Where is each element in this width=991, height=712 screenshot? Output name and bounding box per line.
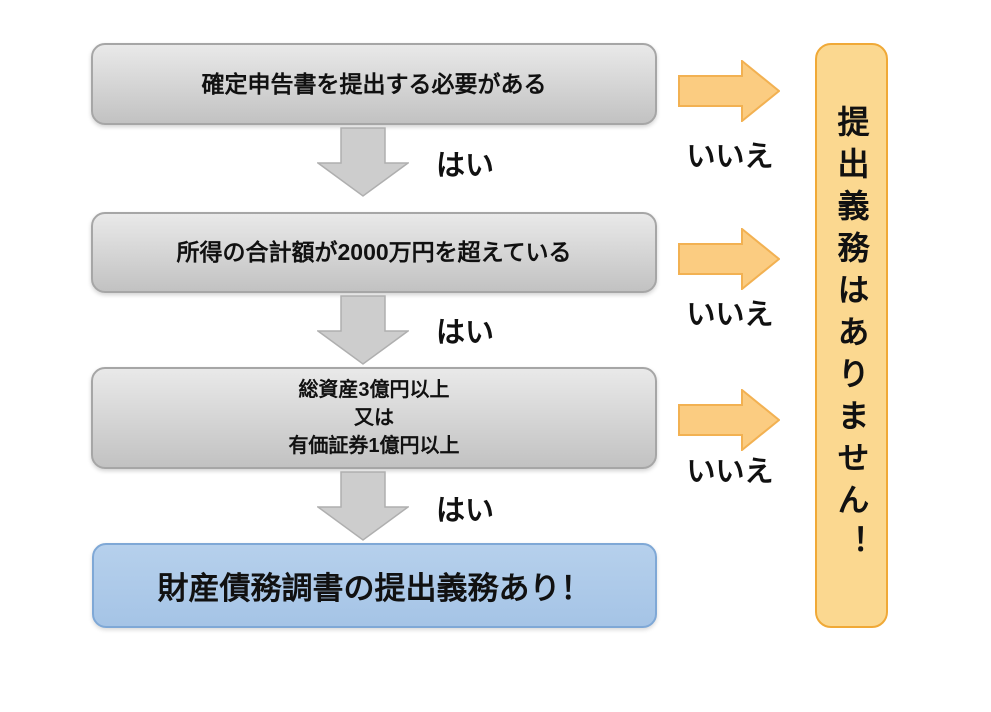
decision-box-assets: 総資産3億円以上 又は 有価証券1億円以上 (91, 367, 657, 469)
decision-box-label: 総資産3億円以上 又は 有価証券1億円以上 (288, 379, 460, 457)
decision-box-tax-return: 確定申告書を提出する必要がある (91, 43, 657, 125)
down-arrow-icon (317, 295, 409, 365)
result-box-label: 財産債務調書の提出義務あり！ (157, 571, 592, 606)
decision-box-income: 所得の合計額が2000万円を超えている (91, 212, 657, 293)
result-box-filing-required: 財産債務調書の提出義務あり！ (92, 543, 657, 628)
yes-label: はい (436, 495, 495, 527)
yes-label: はい (436, 150, 495, 182)
no-label: いいえ (686, 456, 774, 488)
no-label: いいえ (686, 141, 774, 173)
down-arrow-icon (317, 471, 409, 541)
right-arrow-icon (678, 228, 780, 290)
no-label: いいえ (686, 299, 774, 331)
no-obligation-panel: 提出義務はありません！ (815, 43, 888, 628)
no-obligation-label: 提出義務はありません！ (833, 104, 870, 567)
yes-label: はい (436, 317, 495, 349)
right-arrow-icon (678, 60, 780, 122)
decision-box-label: 確定申告書を提出する必要がある (201, 70, 547, 97)
right-arrow-icon (678, 389, 780, 451)
decision-box-label: 所得の合計額が2000万円を超えている (176, 239, 572, 266)
down-arrow-icon (317, 127, 409, 197)
